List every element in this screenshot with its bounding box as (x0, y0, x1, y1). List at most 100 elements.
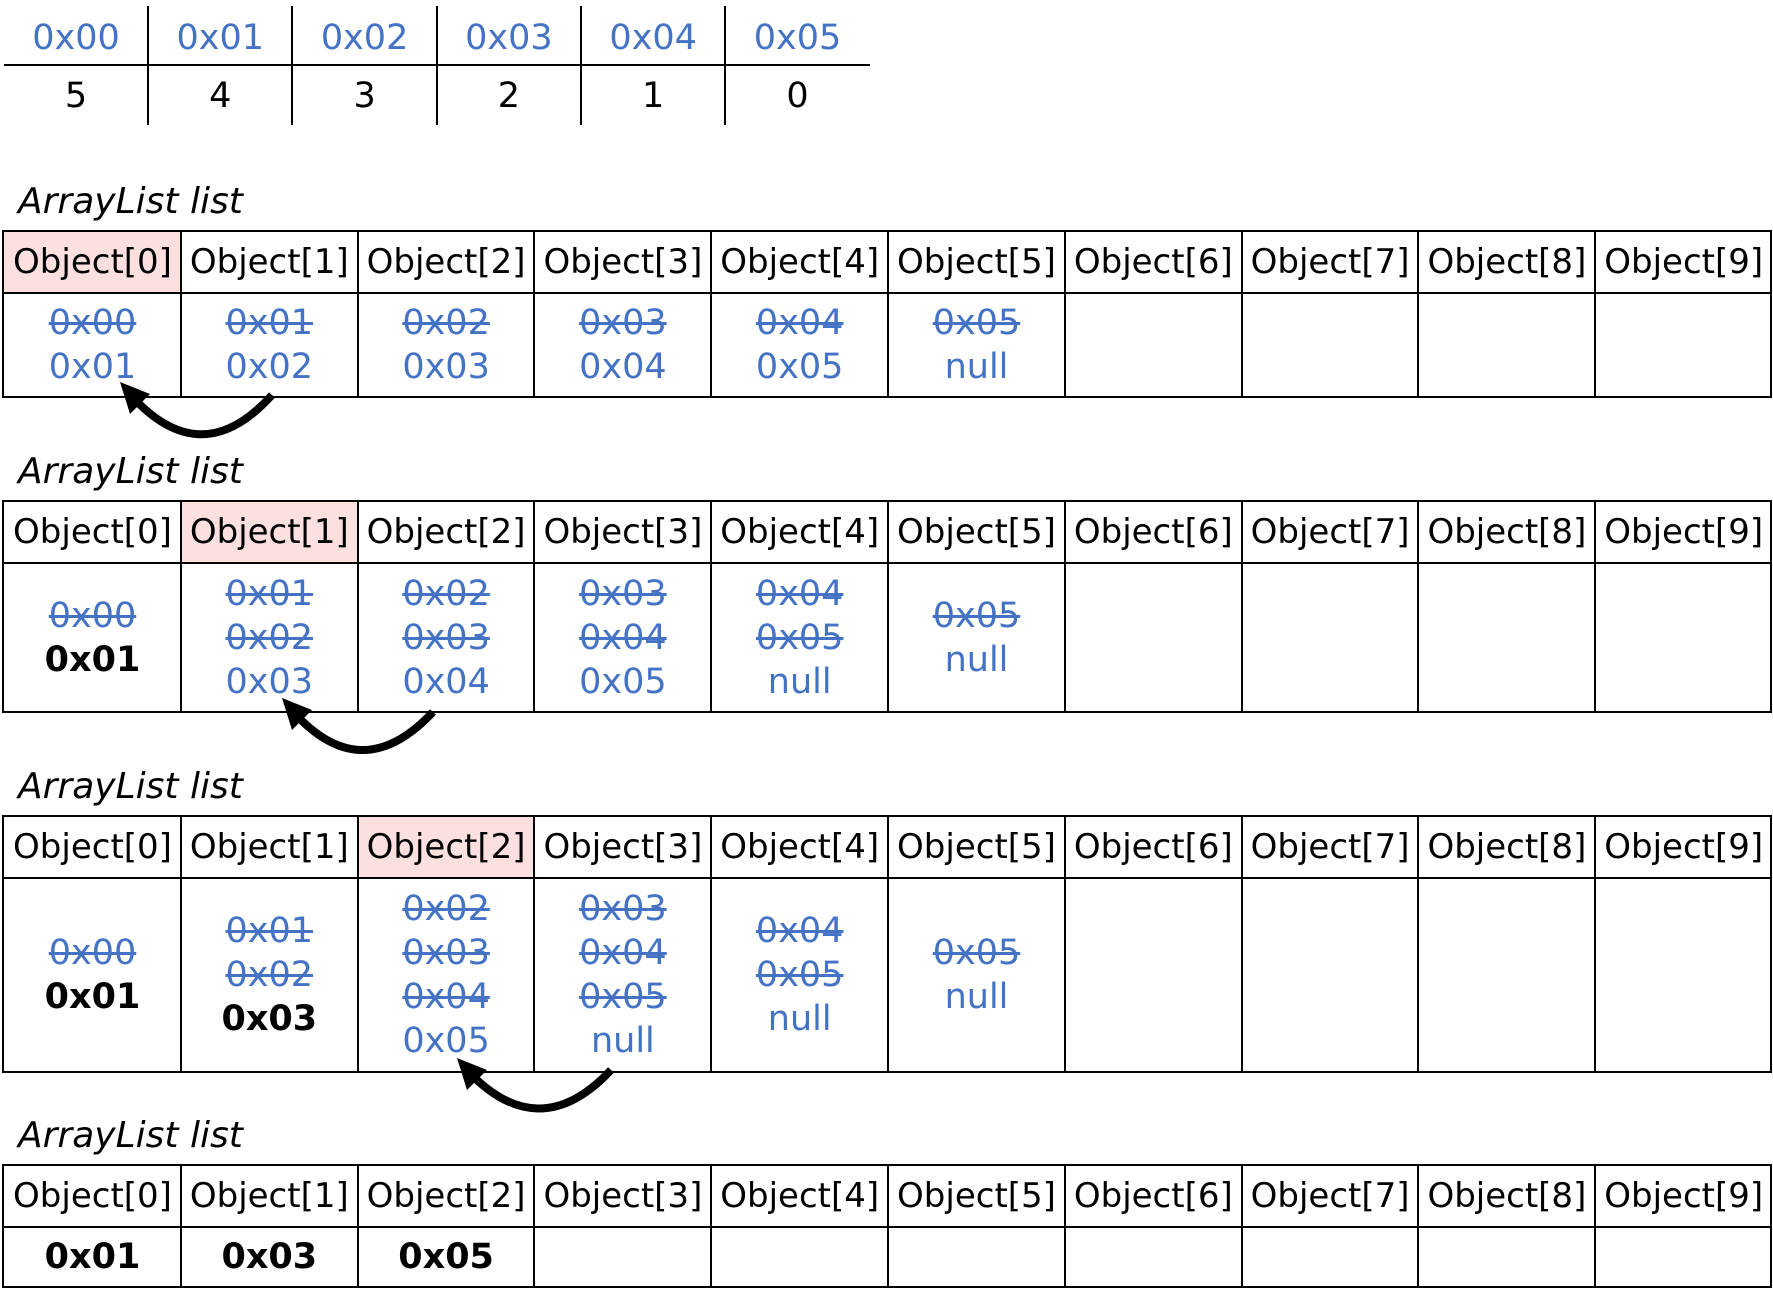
header-cell: Object[7] (1250, 512, 1410, 552)
current-address: 0x05 (402, 1021, 490, 1061)
current-address: null (944, 347, 1009, 387)
data-cell (1418, 1228, 1595, 1286)
removed-address: 0x04 (579, 933, 667, 973)
header-cell: Object[3] (543, 242, 703, 282)
column-divider (179, 232, 182, 396)
data-cell (1242, 294, 1419, 396)
data-cell (1242, 1228, 1419, 1286)
address-value-cell: 1 (642, 76, 665, 116)
data-cell (1418, 294, 1595, 396)
final-address: 0x03 (221, 999, 318, 1039)
column-divider (179, 1166, 182, 1286)
column-divider (1063, 232, 1066, 396)
address-value-cell: 4 (209, 76, 232, 116)
removed-address: 0x04 (402, 977, 490, 1017)
column-divider (533, 817, 536, 1071)
header-cell: Object[1] (189, 242, 349, 282)
header-cell: Object[5] (897, 512, 1056, 552)
removed-address: 0x04 (579, 617, 667, 658)
header-cell: Object[0] (13, 1176, 172, 1216)
data-cell (1595, 1228, 1772, 1286)
column-divider (179, 817, 182, 1071)
removed-address: 0x03 (579, 303, 667, 343)
header-cell: Object[4] (720, 827, 880, 867)
removed-address: 0x01 (225, 911, 314, 951)
column-divider (887, 1166, 889, 1286)
header-cell: Object[7] (1250, 827, 1410, 867)
header-cell: Object[5] (897, 827, 1056, 867)
header-cell: Object[9] (1604, 242, 1764, 282)
table-divider (291, 6, 294, 125)
column-divider (887, 232, 889, 396)
column-divider (1594, 232, 1597, 396)
removed-address: 0x03 (579, 889, 667, 929)
header-cell: Object[4] (720, 512, 880, 552)
header-cell: Object[3] (543, 512, 703, 552)
current-address: 0x02 (225, 347, 314, 387)
header-cell: Object[8] (1427, 512, 1587, 552)
address-header-cell: 0x03 (465, 18, 553, 58)
current-address: 0x03 (225, 661, 314, 702)
final-address: 0x05 (398, 1237, 494, 1277)
column-divider (710, 232, 713, 396)
data-cell (888, 1228, 1065, 1286)
removed-address: 0x05 (932, 933, 1021, 973)
data-cell (1242, 879, 1419, 1071)
removed-address: 0x05 (579, 977, 667, 1017)
removed-address: 0x02 (225, 955, 314, 995)
list-title: ArrayList list (18, 181, 243, 222)
removed-address: 0x04 (755, 911, 844, 951)
removed-address: 0x05 (932, 595, 1021, 636)
header-cell: Object[5] (897, 1176, 1056, 1216)
current-address: 0x05 (579, 661, 667, 702)
address-value-cell: 0 (786, 76, 809, 116)
column-divider (1594, 502, 1597, 711)
address-value-cell: 5 (64, 76, 88, 116)
column-divider (356, 817, 359, 1071)
column-divider (1240, 502, 1243, 711)
current-address: 0x04 (402, 661, 490, 702)
current-address: 0x04 (579, 347, 667, 387)
header-cell: Object[9] (1604, 1176, 1764, 1216)
column-divider (356, 1166, 359, 1286)
current-address: 0x01 (48, 347, 137, 387)
data-cell (1595, 294, 1772, 396)
shift-arrow (124, 389, 275, 439)
final-address: 0x01 (44, 1237, 141, 1277)
header-cell: Object[5] (897, 242, 1056, 282)
final-address: 0x01 (44, 977, 141, 1017)
header-cell: Object[8] (1427, 827, 1587, 867)
column-divider (887, 817, 889, 1071)
column-divider (1240, 817, 1243, 1071)
current-address: null (767, 661, 832, 702)
header-cell: Object[9] (1604, 512, 1764, 552)
column-divider (1240, 1166, 1243, 1286)
column-divider (1063, 1166, 1066, 1286)
data-cell (1065, 294, 1242, 396)
header-cell: Object[0] (13, 827, 172, 867)
removed-address: 0x00 (48, 303, 137, 343)
shift-arrow (286, 705, 436, 754)
header-cell: Object[2] (366, 512, 526, 552)
removed-address: 0x00 (48, 933, 137, 973)
header-cell: Object[6] (1073, 1176, 1233, 1216)
header-cell: Object[2] (366, 1176, 526, 1216)
column-divider (1240, 232, 1243, 396)
table-divider (724, 6, 727, 125)
data-cell (1595, 564, 1772, 711)
address-header-cell: 0x05 (753, 18, 842, 58)
removed-address: 0x00 (48, 595, 137, 636)
